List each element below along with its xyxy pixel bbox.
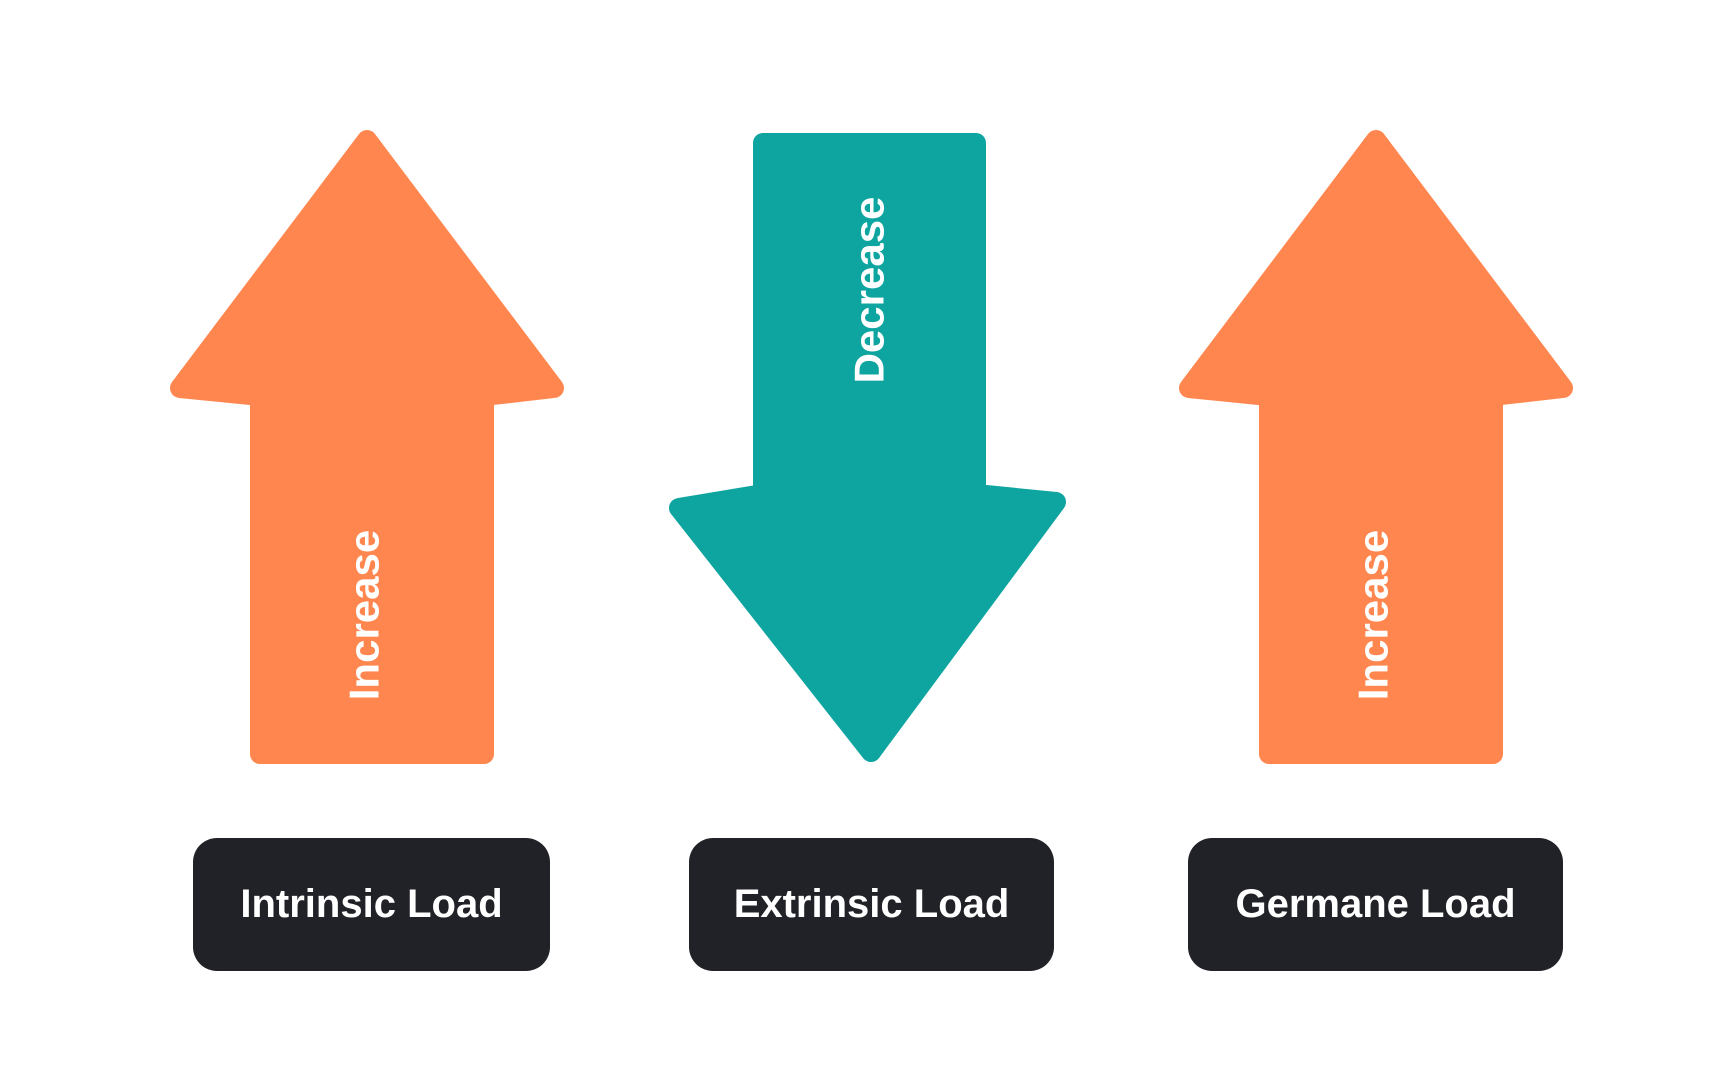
germane-arrow-label: Increase [1350,530,1397,700]
arrow-down-icon [669,133,1066,762]
arrow-up-icon [1179,130,1573,764]
intrinsic-arrow-label: Increase [341,530,388,700]
extrinsic-arrow: Decrease [669,133,1066,762]
intrinsic-arrow: Increase [170,130,564,764]
extrinsic-arrow-label: Decrease [846,197,893,384]
extrinsic-load-label: Extrinsic Load [689,838,1054,971]
arrow-up-icon [170,130,564,764]
germane-load-label: Germane Load [1188,838,1563,971]
intrinsic-load-label: Intrinsic Load [193,838,550,971]
germane-arrow: Increase [1179,130,1573,764]
